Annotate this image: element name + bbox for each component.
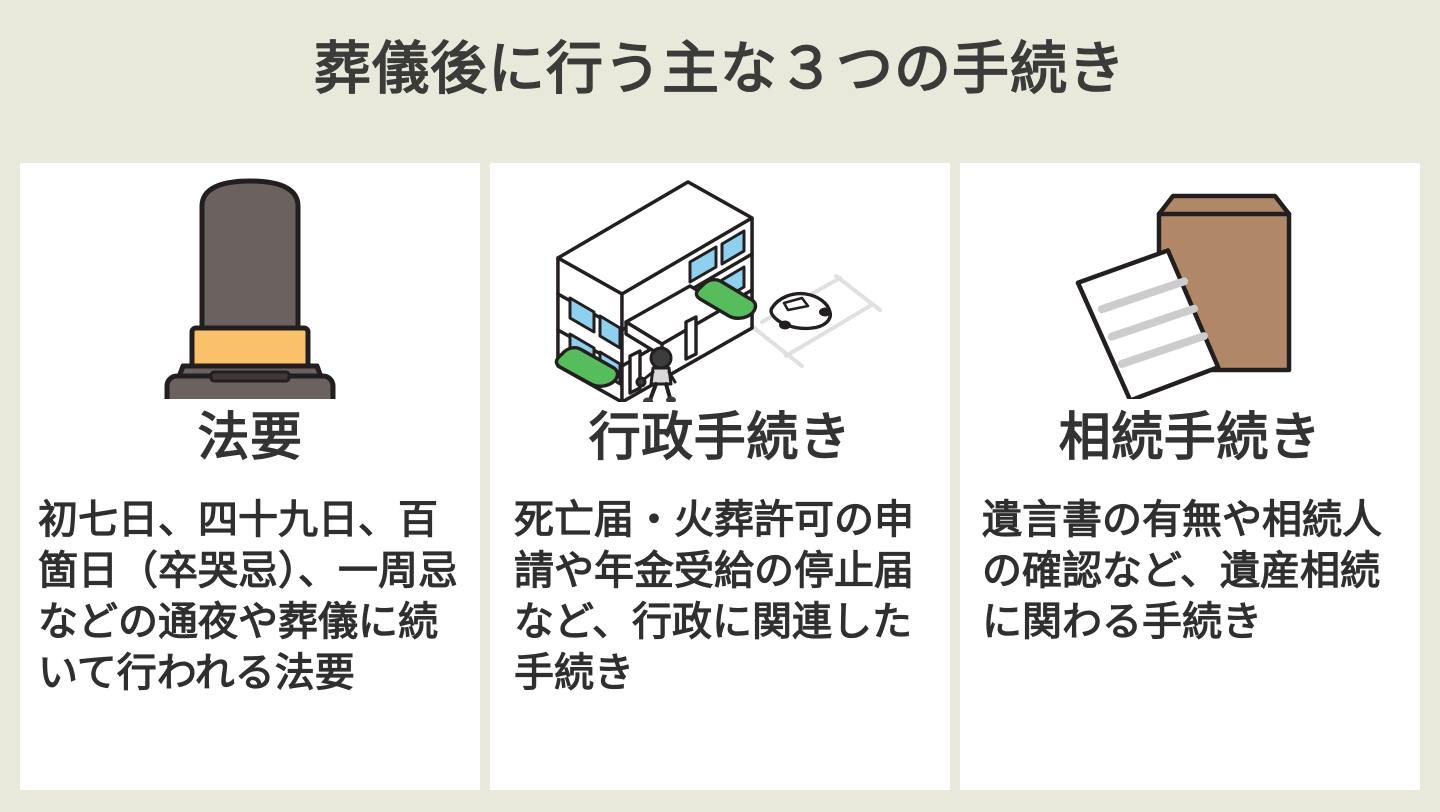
card-souzoku-tetsuzuki: 相続手続き 遺言書の有無や相続人の確認など、遺産相続に関わる手続き [960,163,1420,790]
card-heading: 相続手続き [1058,409,1322,467]
page-title: 葬儀後に行う主な３つの手続き [314,37,1126,101]
city-hall-building-icon [490,163,950,403]
card-houyou: 法要 初七日、四十九日、百箇日（卒哭忌）、一周忌などの通夜や葬儀に続いて行われる… [20,163,480,790]
card-heading: 行政手続き [588,409,852,467]
card-heading: 法要 [197,409,303,467]
card-gyousei-tetsuzuki: 行政手続き 死亡届・火葬許可の申請や年金受給の停止届など、行政に関連した手続き [490,163,950,790]
card-body-text: 遺言書の有無や相続人の確認など、遺産相続に関わる手続き [982,498,1382,644]
card-body-text: 死亡届・火葬許可の申請や年金受給の停止届など、行政に関連した手続き [514,498,914,695]
cards-container: 法要 初七日、四十九日、百箇日（卒哭忌）、一周忌などの通夜や葬儀に続いて行われる… [20,163,1420,790]
card-body-text: 初七日、四十九日、百箇日（卒哭忌）、一周忌などの通夜や葬儀に続いて行われる法要 [38,498,458,695]
gravestone-icon [20,163,480,403]
envelope-and-document-icon [960,163,1420,403]
